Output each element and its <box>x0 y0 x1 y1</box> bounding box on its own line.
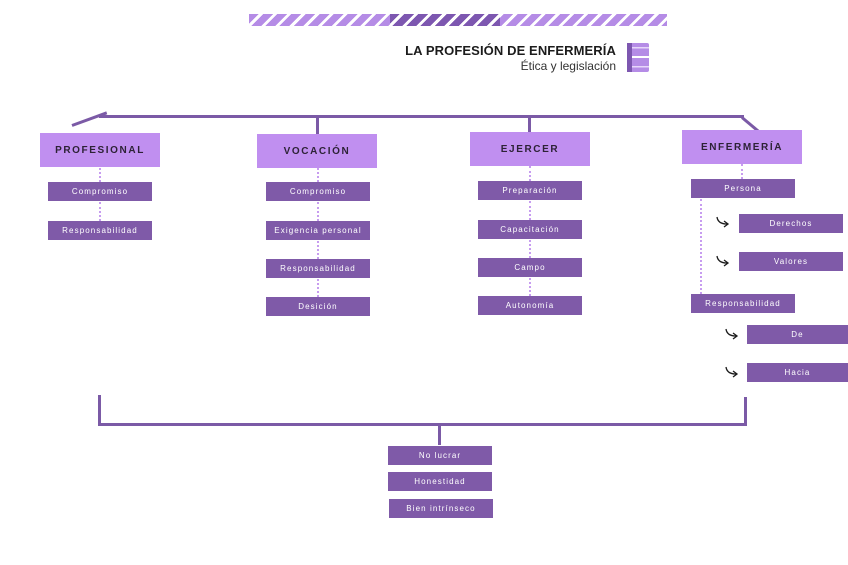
branch-heading-enfermeria: ENFERMERÍA <box>682 130 802 164</box>
branch-item: Autonomía <box>478 296 582 315</box>
branch-item-responsabilidad: Responsabilidad <box>691 294 795 313</box>
branch-item-persona: Persona <box>691 179 795 198</box>
curved-arrow-icon <box>716 255 730 267</box>
dotted-connector <box>317 241 319 259</box>
curved-arrow-icon <box>716 216 730 228</box>
bottom-bracket-left-arm <box>98 395 101 424</box>
dotted-connector <box>529 240 531 258</box>
dotted-connector <box>741 164 743 179</box>
branch-item: Exigencia personal <box>266 221 370 240</box>
dotted-connector <box>99 168 101 182</box>
branch-item: Campo <box>478 258 582 277</box>
sub-item-de: De <box>747 325 848 344</box>
summary-item: Bien intrínseco <box>389 499 493 518</box>
branch-item: Compromiso <box>266 182 370 201</box>
sub-item-valores: Valores <box>739 252 843 271</box>
branch-item: Responsabilidad <box>266 259 370 278</box>
dotted-connector <box>529 201 531 220</box>
dotted-connector <box>700 199 702 294</box>
branch-heading-ejercer: EJERCER <box>470 132 590 166</box>
curved-arrow-icon <box>725 328 739 340</box>
dotted-connector <box>99 202 101 221</box>
summary-item: Honestidad <box>388 472 492 491</box>
branch-item: Compromiso <box>48 182 152 201</box>
dotted-connector <box>317 202 319 221</box>
curved-arrow-icon <box>725 366 739 378</box>
top-bracket-tick-3 <box>528 117 531 132</box>
sub-item-derechos: Derechos <box>739 214 843 233</box>
top-bracket-tick-2 <box>316 117 319 134</box>
branch-item: Responsabilidad <box>48 221 152 240</box>
top-bracket-line <box>99 115 744 118</box>
top-bracket-slant-left <box>71 111 108 127</box>
summary-item: No lucrar <box>388 446 492 465</box>
bottom-bracket-stem <box>438 425 441 445</box>
book-icon <box>627 43 649 72</box>
diagram-title: LA PROFESIÓN DE ENFERMERÍA <box>405 43 616 58</box>
dotted-connector <box>529 278 531 296</box>
bottom-bracket-line <box>98 423 747 426</box>
decorative-stripe-accent <box>390 14 500 26</box>
sub-item-hacia: Hacia <box>747 363 848 382</box>
dotted-connector <box>529 166 531 181</box>
dotted-connector <box>317 168 319 182</box>
branch-heading-profesional: PROFESIONAL <box>40 133 160 167</box>
diagram-subtitle: Ética y legislación <box>520 59 616 73</box>
bottom-bracket-right-arm <box>744 397 747 424</box>
dotted-connector <box>317 279 319 297</box>
branch-item: Preparación <box>478 181 582 200</box>
branch-heading-vocacion: VOCACIÓN <box>257 134 377 168</box>
branch-item: Capacitación <box>478 220 582 239</box>
branch-item: Desición <box>266 297 370 316</box>
